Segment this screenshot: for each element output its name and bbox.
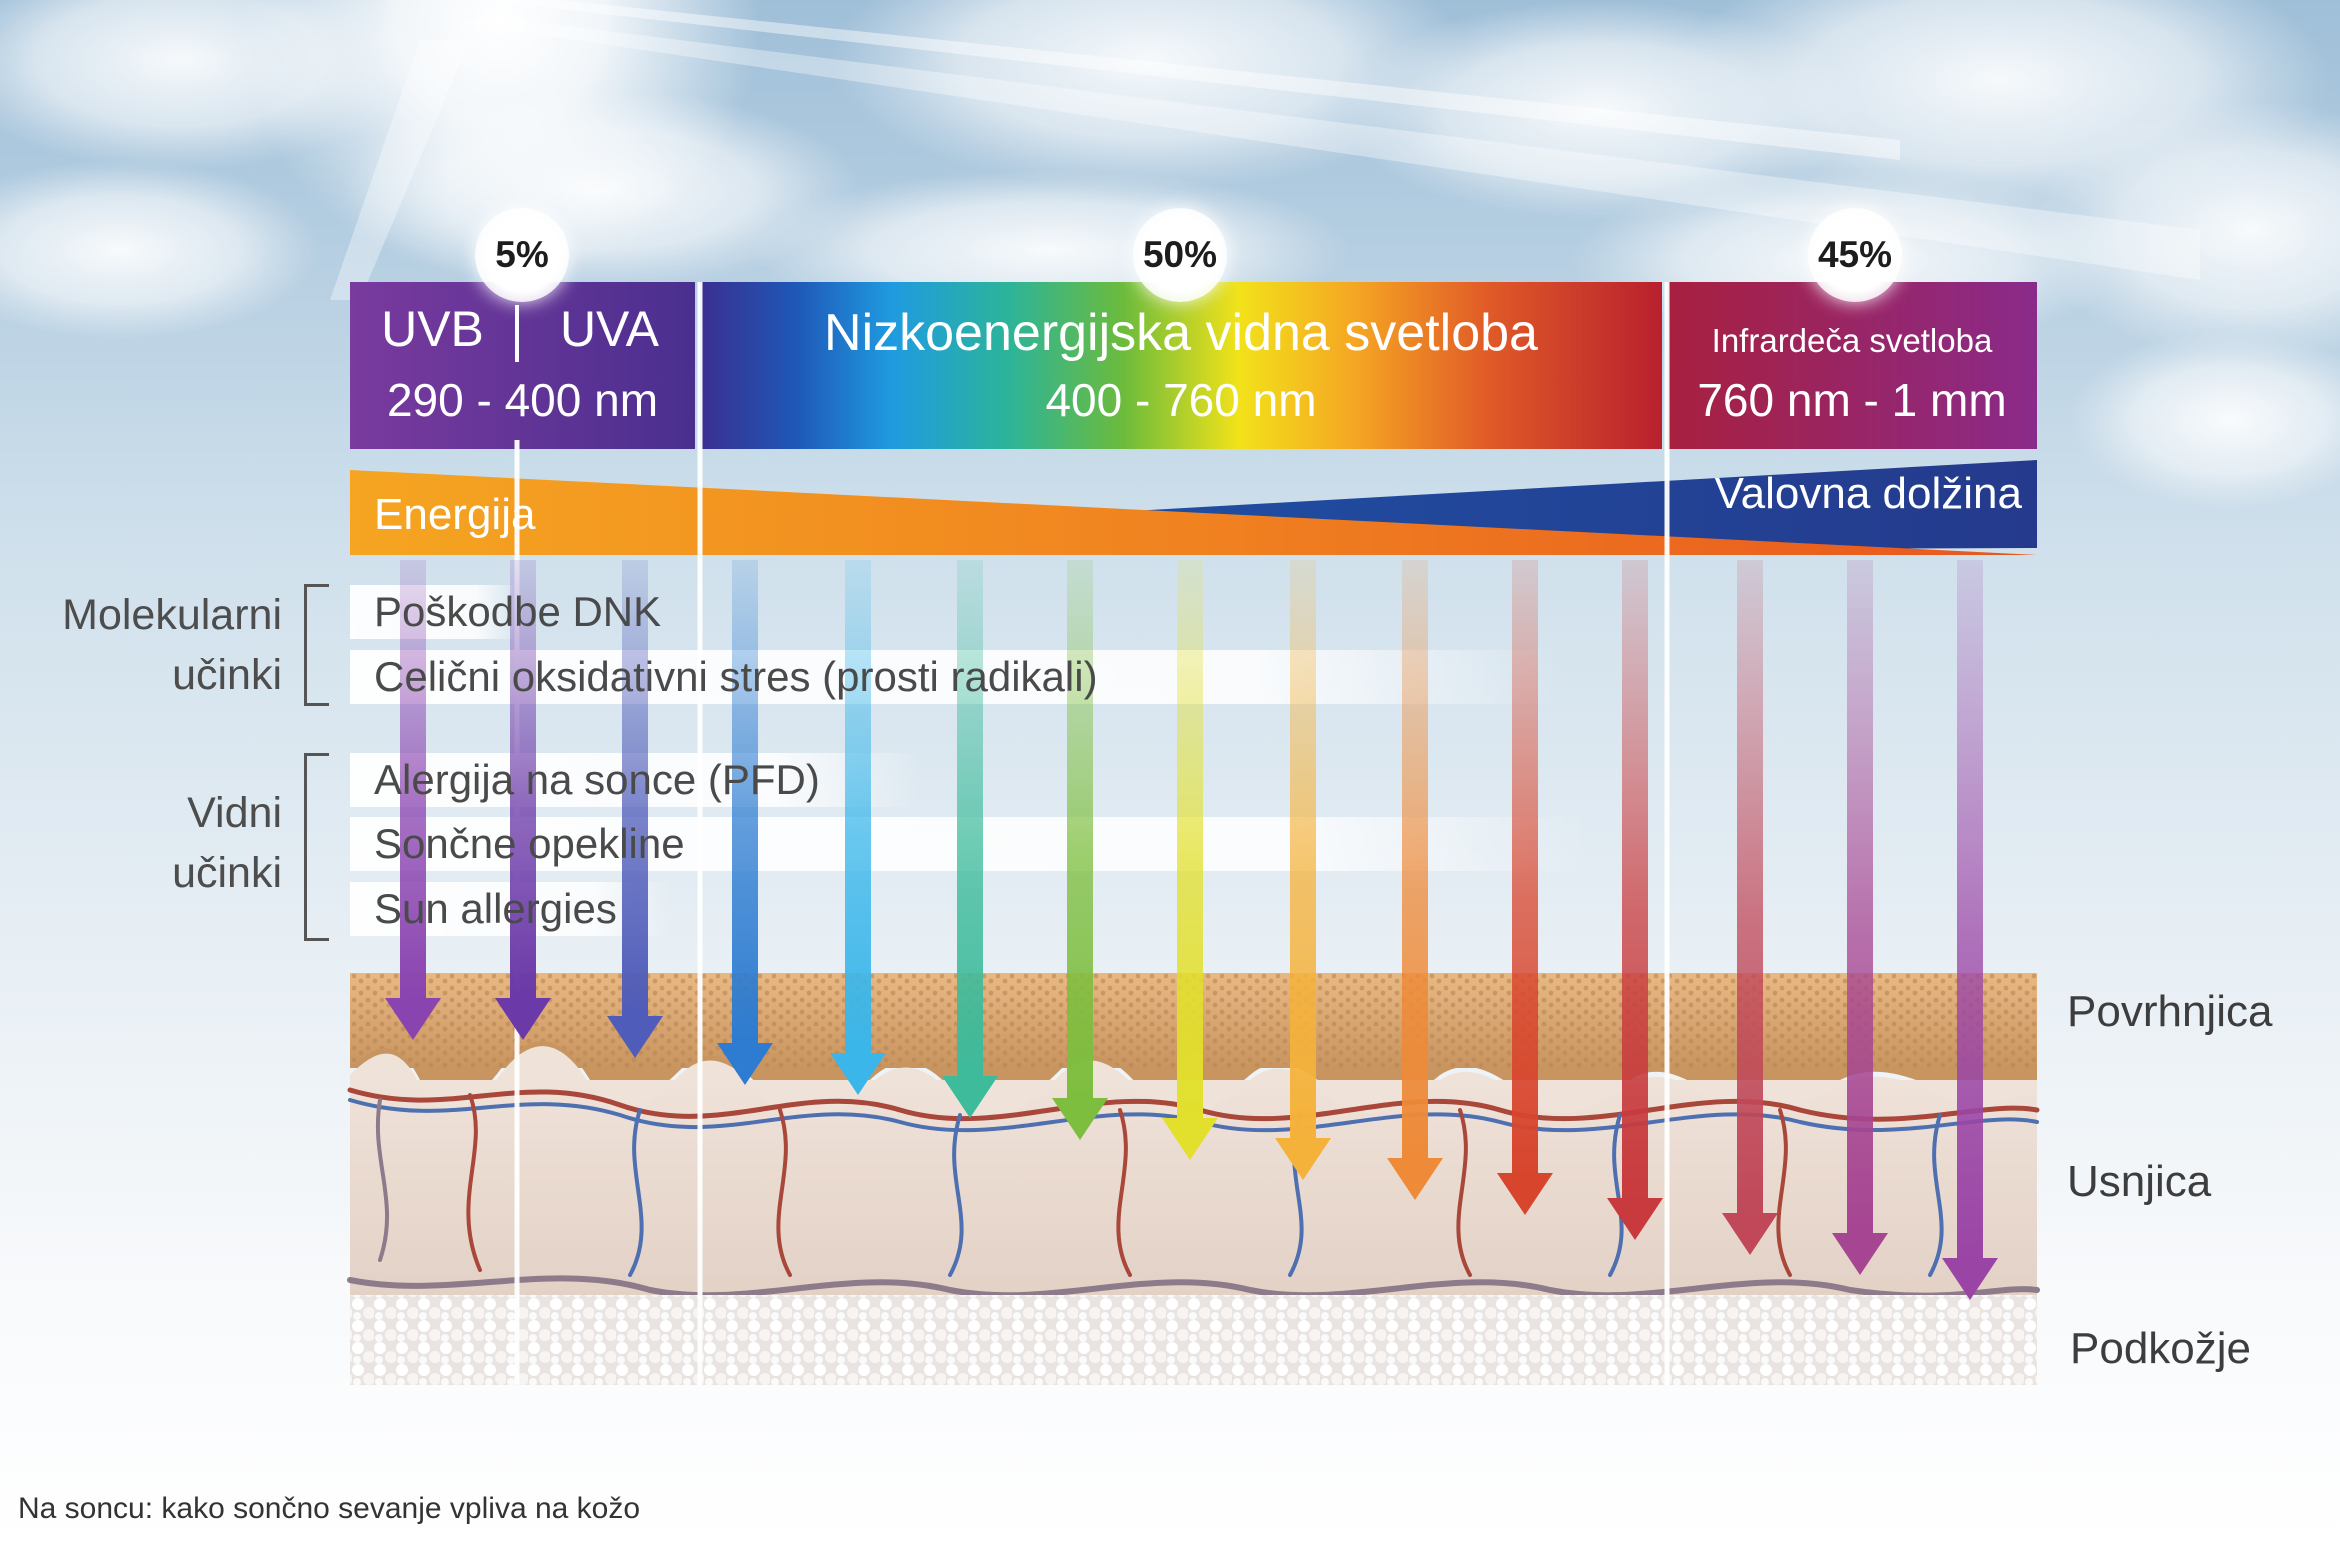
- layer-label-dermis: Usnjica: [2067, 1157, 2212, 1206]
- arrowhead-visible-5: [942, 1076, 998, 1118]
- band-dna: [350, 585, 520, 639]
- arrowhead-uva-1: [495, 998, 551, 1040]
- arrowhead-visible-4: [830, 1053, 886, 1095]
- effect-dna-damage: Poškodbe DNK: [374, 588, 662, 635]
- energy-label: Energija: [374, 490, 536, 539]
- arrow-infrared-12: [1737, 560, 1763, 1215]
- arrow-visible-6: [1067, 560, 1093, 1100]
- arrow-infrared-13: [1847, 560, 1873, 1235]
- arrowhead-infrared-14: [1942, 1258, 1998, 1300]
- infrared-title: Infrardeča svetloba: [1711, 322, 1993, 359]
- arrowhead-visible-9: [1387, 1158, 1443, 1200]
- figure-caption: Na soncu: kako sončno sevanje vpliva na …: [18, 1492, 641, 1525]
- uv-range: 290 - 400 nm: [386, 374, 659, 426]
- effect-sunburn: Sončne opekline: [374, 820, 685, 867]
- infrared-percent-badge: 45%: [1808, 208, 1902, 302]
- visible-title: Nizkoenergijska vidna svetloba: [824, 304, 1538, 362]
- arrow-visible-7: [1177, 560, 1203, 1120]
- arrow-visible-3: [732, 560, 758, 1045]
- energy-wedge: [350, 470, 2037, 555]
- molecular-effects-label: Molekularni učinki: [0, 585, 282, 705]
- arrowhead-uva-2: [607, 1016, 663, 1058]
- arrowhead-visible-7: [1162, 1118, 1218, 1160]
- arrow-visible-5: [957, 560, 983, 1078]
- effect-pfd: Alergija na sonce (PFD): [374, 756, 820, 803]
- uvb-label: UVB: [381, 301, 484, 357]
- arrowhead-visible-3: [717, 1043, 773, 1085]
- arrowhead-visible-8: [1275, 1138, 1331, 1180]
- visible-label-line2: učinki: [172, 849, 282, 897]
- uva-label: UVA: [559, 301, 660, 357]
- wavelength-label: Valovna dolžina: [1714, 469, 2022, 518]
- molecular-label-line2: učinki: [172, 651, 282, 699]
- effect-oxidative-stress: Celični oksidativni stres (prosti radika…: [374, 653, 1098, 700]
- arrow-visible-4: [845, 560, 871, 1055]
- molecular-bracket: [304, 584, 329, 706]
- visible-label-line1: Vidni: [187, 789, 282, 837]
- arrow-uvb-0: [400, 560, 426, 1000]
- arrow-uva-1: [510, 560, 536, 1000]
- arrowhead-uvb-0: [385, 998, 441, 1040]
- arrowhead-visible-6: [1052, 1098, 1108, 1140]
- arrow-visible-11: [1622, 560, 1648, 1200]
- infrared-band: [1667, 282, 2037, 449]
- visible-effects-label: Vidni učinki: [0, 783, 282, 903]
- arrowhead-visible-11: [1607, 1198, 1663, 1240]
- arrow-visible-9: [1402, 560, 1428, 1160]
- subcutis-layer: [350, 1295, 2037, 1385]
- arrowhead-infrared-13: [1832, 1233, 1888, 1275]
- arrowhead-visible-10: [1497, 1173, 1553, 1215]
- uv-band: [350, 282, 695, 449]
- effect-sun-allergies: Sun allergies: [374, 885, 617, 932]
- visible-band: [700, 282, 1662, 449]
- uv-percent-badge: 5%: [475, 208, 569, 302]
- arrowhead-infrared-12: [1722, 1213, 1778, 1255]
- arrow-visible-8: [1290, 560, 1316, 1140]
- infrared-range: 760 nm - 1 mm: [1697, 374, 2007, 426]
- arrow-visible-10: [1512, 560, 1538, 1175]
- visible-percent-badge: 50%: [1133, 208, 1227, 302]
- visible-range: 400 - 760 nm: [1045, 374, 1317, 426]
- band-oxidative: [350, 650, 1560, 704]
- radiation-arrows: [385, 560, 1998, 1300]
- visible-bracket: [304, 753, 329, 941]
- arrow-uva-2: [622, 560, 648, 1018]
- arrow-infrared-14: [1957, 560, 1983, 1260]
- layer-label-subcutis: Podkožje: [2070, 1324, 2252, 1373]
- molecular-label-line1: Molekularni: [62, 591, 282, 639]
- layer-label-epidermis: Povrhnjica: [2067, 987, 2273, 1036]
